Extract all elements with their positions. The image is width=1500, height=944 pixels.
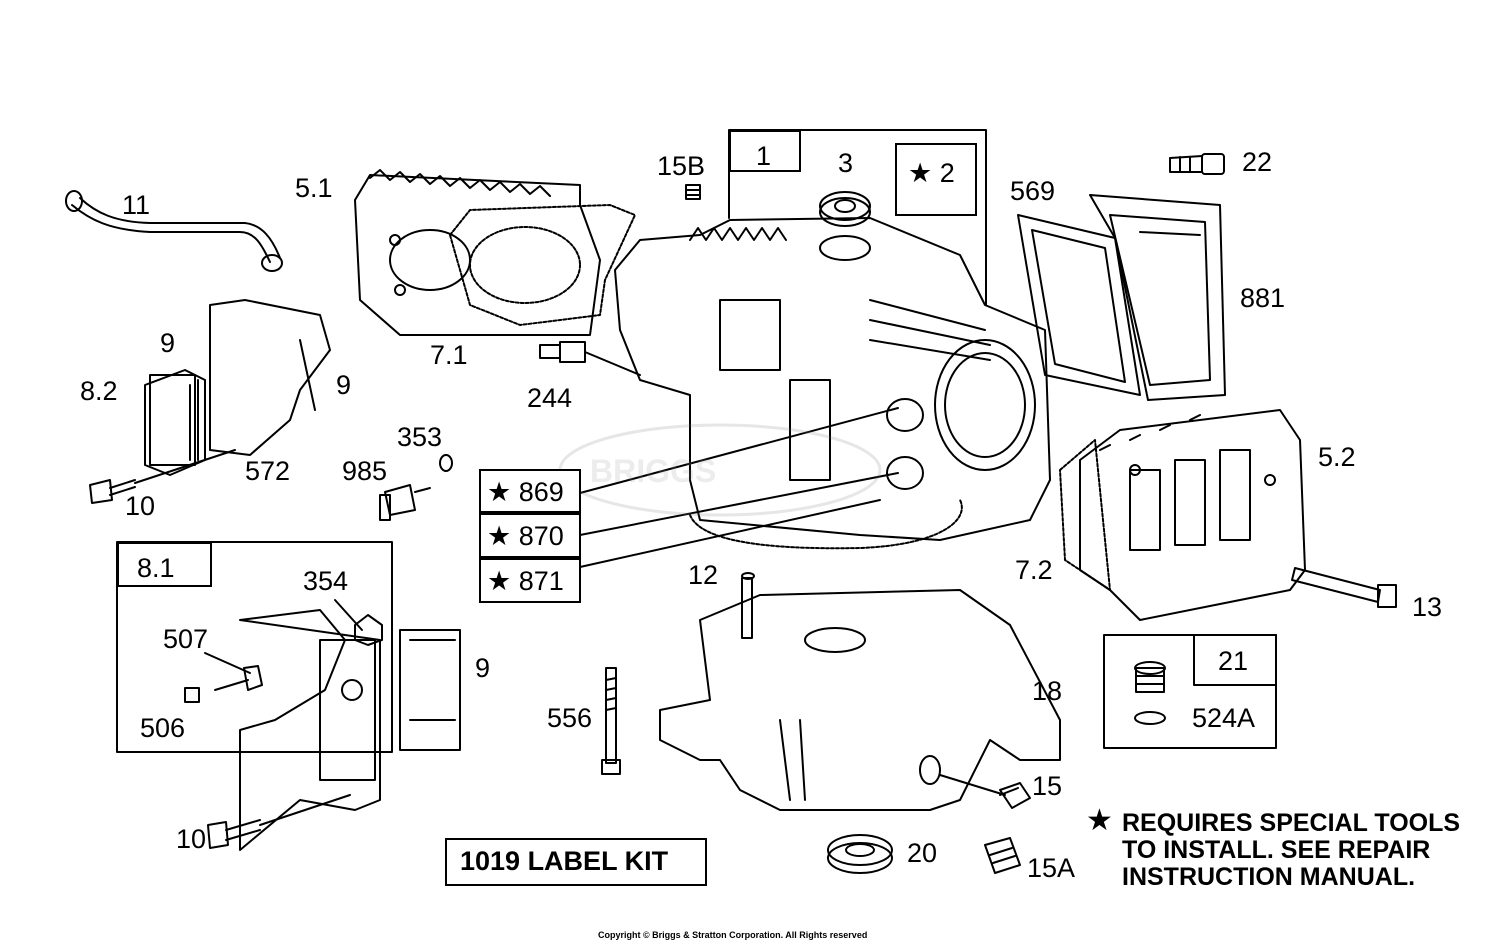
label-354: 354 (303, 566, 349, 596)
label-985: 985 (342, 456, 388, 486)
label-5-1: 5.1 (295, 173, 333, 203)
label-8-2: 8.2 (80, 376, 118, 406)
star-icon: ★ (487, 521, 512, 551)
label-869: ★ 869 (487, 479, 564, 506)
part-871-box (479, 558, 581, 603)
breather-tube-11 (65, 190, 283, 272)
label-869-number: 869 (518, 477, 564, 507)
label-15a: 15A (1027, 853, 1076, 883)
label-871: ★ 871 (487, 568, 564, 595)
group-box-21 (1103, 634, 1277, 749)
armature-8-2 (144, 369, 206, 476)
screw-22 (1169, 153, 1225, 175)
label-556: 556 (547, 703, 593, 733)
head-gasket-7-2 (1059, 439, 1111, 591)
label-870-number: 870 (518, 521, 564, 551)
oil-sump-18 (659, 572, 1061, 811)
gasket-569 (1017, 214, 1141, 396)
label-10-upper: 10 (125, 491, 156, 521)
armature-8-1-assembly (184, 609, 461, 851)
star-icon: ★ (908, 158, 933, 188)
leader-15 (939, 774, 1006, 796)
part-1-bracket (728, 129, 987, 306)
label-18: 18 (1032, 676, 1063, 706)
leader-869 (579, 407, 899, 494)
label-11: 11 (122, 190, 151, 220)
screw-10-lower (207, 794, 351, 849)
label-2-number: 2 (939, 158, 955, 188)
head-gasket-7-1 (449, 204, 636, 326)
leader-871 (579, 499, 881, 568)
label-9-lower: 9 (475, 653, 491, 683)
label-572: 572 (245, 456, 291, 486)
label-12: 12 (688, 560, 719, 590)
star-icon: ★ (487, 477, 512, 507)
label-10-lower: 10 (176, 824, 207, 854)
part-870-box (479, 513, 581, 558)
cover-881 (1089, 194, 1226, 401)
label-524a: 524A (1192, 703, 1256, 733)
label-506: 506 (140, 713, 186, 743)
leader-354 (334, 599, 363, 631)
note-line-2: TO INSTALL. SEE REPAIR (1122, 836, 1431, 864)
oil-seal-3 (819, 191, 871, 227)
cylinder-head-5-1 (354, 169, 601, 336)
part-869-box (479, 469, 581, 513)
bolt-556 (601, 667, 621, 775)
block-gasket-12 (689, 499, 963, 550)
label-22: 22 (1242, 147, 1273, 177)
spark-plug-244 (539, 341, 641, 376)
label-1: 1 (756, 141, 772, 171)
leader-870 (579, 472, 899, 536)
plug-15 (999, 782, 1031, 809)
special-tools-note: REQUIRES SPECIAL TOOLS TO INSTALL. SEE R… (1122, 810, 1460, 891)
label-9-upper-left: 9 (160, 328, 176, 358)
label-507: 507 (163, 624, 209, 654)
label-7-1: 7.1 (430, 340, 468, 370)
label-7-2: 7.2 (1015, 555, 1053, 585)
seal-20 (827, 834, 893, 874)
switch-985 (379, 484, 431, 521)
label-20: 20 (907, 838, 938, 868)
label-871-number: 871 (518, 566, 564, 596)
washer-353 (439, 454, 453, 472)
plate-572 (209, 299, 331, 456)
part-2-box (895, 143, 977, 216)
label-870: ★ 870 (487, 523, 564, 550)
bolt-13 (1291, 567, 1397, 608)
label-13: 13 (1412, 592, 1443, 622)
dipstick-plug-21 (1134, 661, 1166, 725)
note-line-1: REQUIRES SPECIAL TOOLS (1122, 809, 1461, 837)
label-kit-box (445, 838, 707, 886)
label-353: 353 (397, 422, 443, 452)
star-icon: ★ (1086, 804, 1113, 837)
label-5-2: 5.2 (1318, 442, 1356, 472)
label-21: 21 (1218, 646, 1249, 676)
label-881: 881 (1240, 283, 1286, 313)
label-15b: 15B (657, 151, 706, 181)
watermark-text: BRIGGS (590, 453, 716, 489)
watermark: BRIGGS (558, 423, 882, 517)
copyright-text: Copyright © Briggs & Stratton Corporatio… (598, 930, 868, 940)
part-1-box (729, 130, 801, 172)
label-8-1: 8.1 (137, 553, 175, 583)
label-kit-text: 1019 LABEL KIT (460, 846, 669, 876)
label-2: ★ 2 (908, 160, 955, 187)
plug-15a (984, 837, 1021, 874)
group-box-8-1 (116, 541, 393, 753)
part-8-1-box (117, 542, 212, 587)
label-9-upper-right: 9 (336, 370, 352, 400)
note-line-3: INSTRUCTION MANUAL. (1122, 863, 1416, 891)
label-15: 15 (1032, 771, 1063, 801)
leader-507 (204, 652, 251, 674)
label-244: 244 (527, 383, 573, 413)
label-3: 3 (838, 148, 854, 178)
plug-15b (685, 184, 701, 200)
cylinder-block (614, 217, 1051, 541)
label-569: 569 (1010, 176, 1056, 206)
star-icon: ★ (487, 566, 512, 596)
screw-10-upper (89, 449, 236, 504)
cylinder-head-5-2 (1079, 409, 1306, 621)
